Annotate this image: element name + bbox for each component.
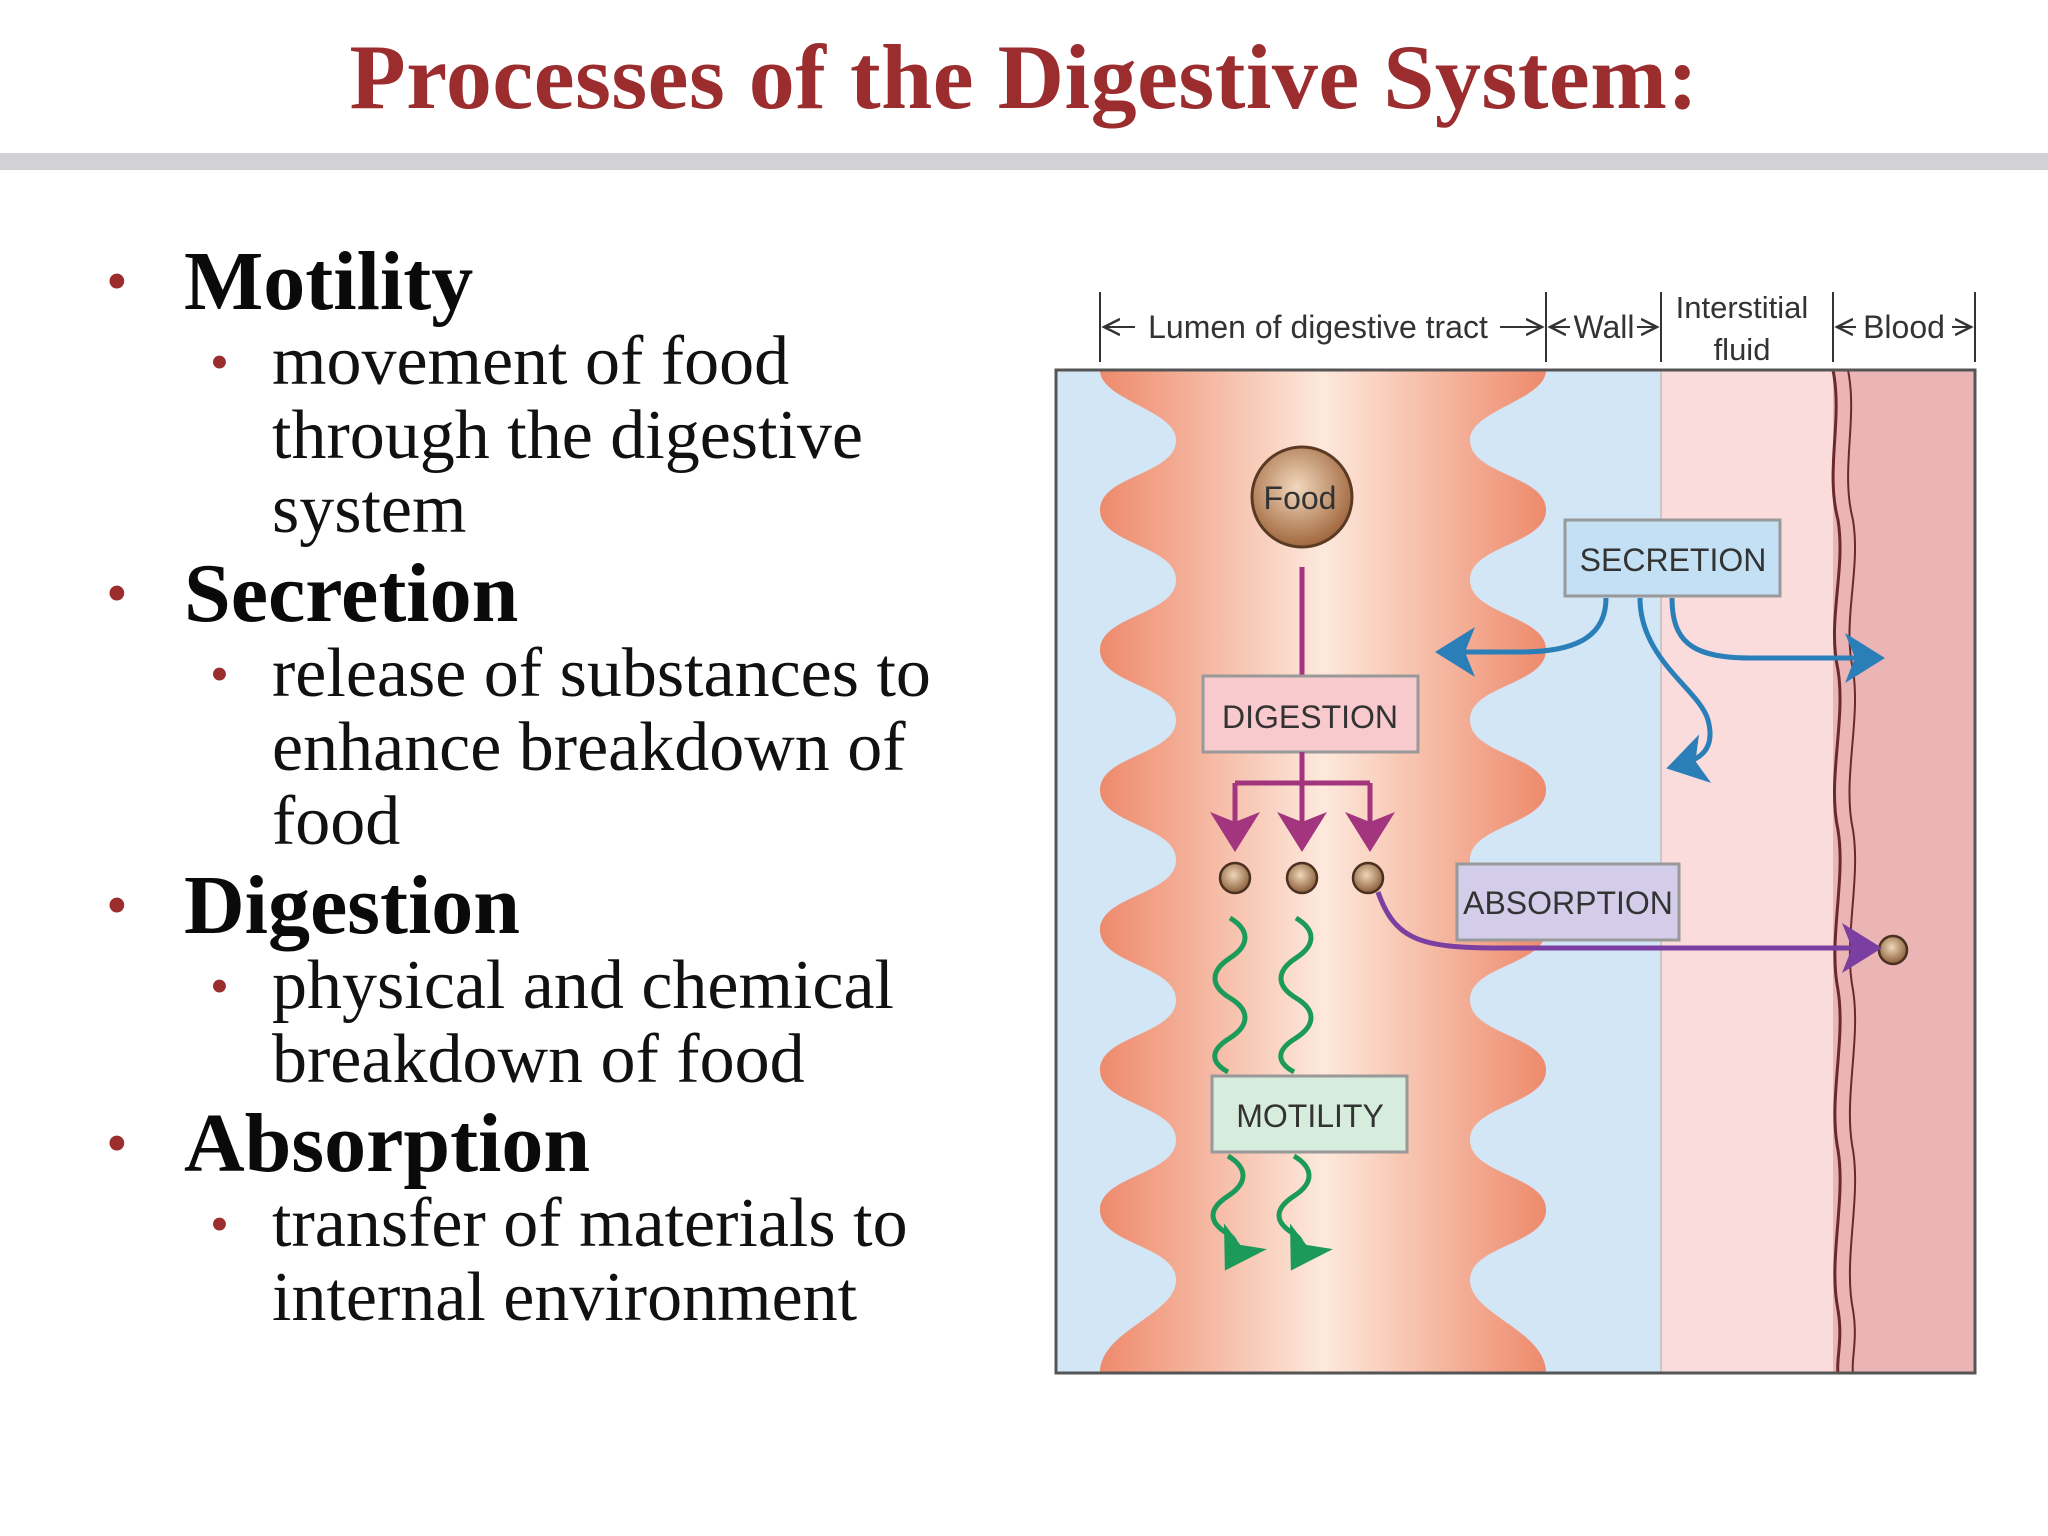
header-blood: Blood — [1863, 309, 1945, 345]
diagram-frame — [1054, 368, 1977, 1375]
bullet-icon: • — [106, 1110, 128, 1178]
digestion-arrows — [1210, 752, 1395, 852]
nutrient-particle — [1218, 861, 1252, 895]
desc-line: food — [272, 783, 401, 860]
secretion-box — [1563, 518, 1782, 598]
desc-line: physical and chemical — [272, 947, 894, 1024]
desc-line: enhance breakdown of — [272, 709, 906, 786]
motility-box — [1210, 1074, 1409, 1154]
desc-line: release of substances to — [272, 635, 931, 712]
digestion-box — [1201, 674, 1420, 754]
bullet-term-motility: •Motility — [100, 239, 1040, 325]
diagram-headers — [1099, 292, 1976, 362]
nutrient-particle — [1285, 861, 1319, 895]
term-label: Secretion — [184, 547, 519, 640]
term-label: Digestion — [184, 859, 520, 952]
header-lumen: Lumen of digestive tract — [1148, 309, 1488, 345]
desc-line: through the digestive — [272, 397, 864, 474]
term-label: Absorption — [184, 1097, 591, 1190]
bullet-icon: • — [210, 644, 229, 704]
title-divider — [0, 153, 2048, 170]
bullet-icon: • — [210, 956, 229, 1016]
bullet-icon: • — [106, 248, 128, 316]
header-interstitial-line1: Interstitial — [1676, 290, 1809, 325]
motility-wave-left-lower — [1210, 1153, 1267, 1271]
term-label: Motility — [184, 235, 474, 328]
absorption-arrow — [1375, 891, 1882, 973]
motility-wave-left-upper — [1212, 915, 1248, 1075]
motility-arrows — [1210, 915, 1333, 1271]
header-wall: Wall — [1573, 309, 1634, 345]
nutrient-particle — [1351, 861, 1385, 895]
motility-wave-center-lower — [1276, 1153, 1333, 1271]
secretion-label: SECRETION — [1580, 542, 1767, 578]
slide-title: Processes of the Digestive System: — [349, 26, 1699, 128]
bullet-icon: • — [210, 1194, 229, 1254]
desc-line: internal environment — [272, 1259, 858, 1336]
secretion-arrow-to-interstitial — [1637, 597, 1713, 783]
bullet-icon: • — [106, 872, 128, 940]
blood-vessel-wall — [1831, 369, 1842, 1374]
secretion-arrow-to-lumen — [1435, 597, 1609, 677]
header-interstitial-line2: fluid — [1714, 332, 1771, 367]
blood-region — [1833, 370, 1975, 1373]
absorption-box — [1455, 862, 1681, 942]
blood-vessel-wall-inner — [1847, 369, 1857, 1374]
food-label: Food — [1264, 480, 1337, 516]
desc-line: movement of food — [272, 323, 790, 400]
bullet-icon: • — [210, 332, 229, 392]
food-bolus — [1250, 445, 1354, 549]
secretion-arrows — [1435, 597, 1885, 783]
bullet-icon: • — [106, 560, 128, 628]
bullet-term-absorption: •Absorption — [100, 1101, 1040, 1187]
bullet-term-secretion: •Secretion — [100, 551, 1040, 637]
absorption-label: ABSORPTION — [1463, 885, 1673, 921]
desc-line: breakdown of food — [272, 1021, 805, 1098]
motility-label: MOTILITY — [1236, 1098, 1384, 1134]
desc-line: system — [272, 471, 467, 548]
digestive-process-diagram: Lumen of digestive tract Wall Interstiti… — [1054, 290, 1977, 1375]
desc-line: transfer of materials to — [272, 1185, 908, 1262]
motility-wave-center-upper — [1278, 915, 1314, 1075]
bullet-term-digestion: •Digestion — [100, 863, 1040, 949]
secretion-arrow-to-blood — [1669, 597, 1885, 683]
digestion-label: DIGESTION — [1222, 699, 1398, 735]
absorbed-particle — [1877, 934, 1909, 966]
